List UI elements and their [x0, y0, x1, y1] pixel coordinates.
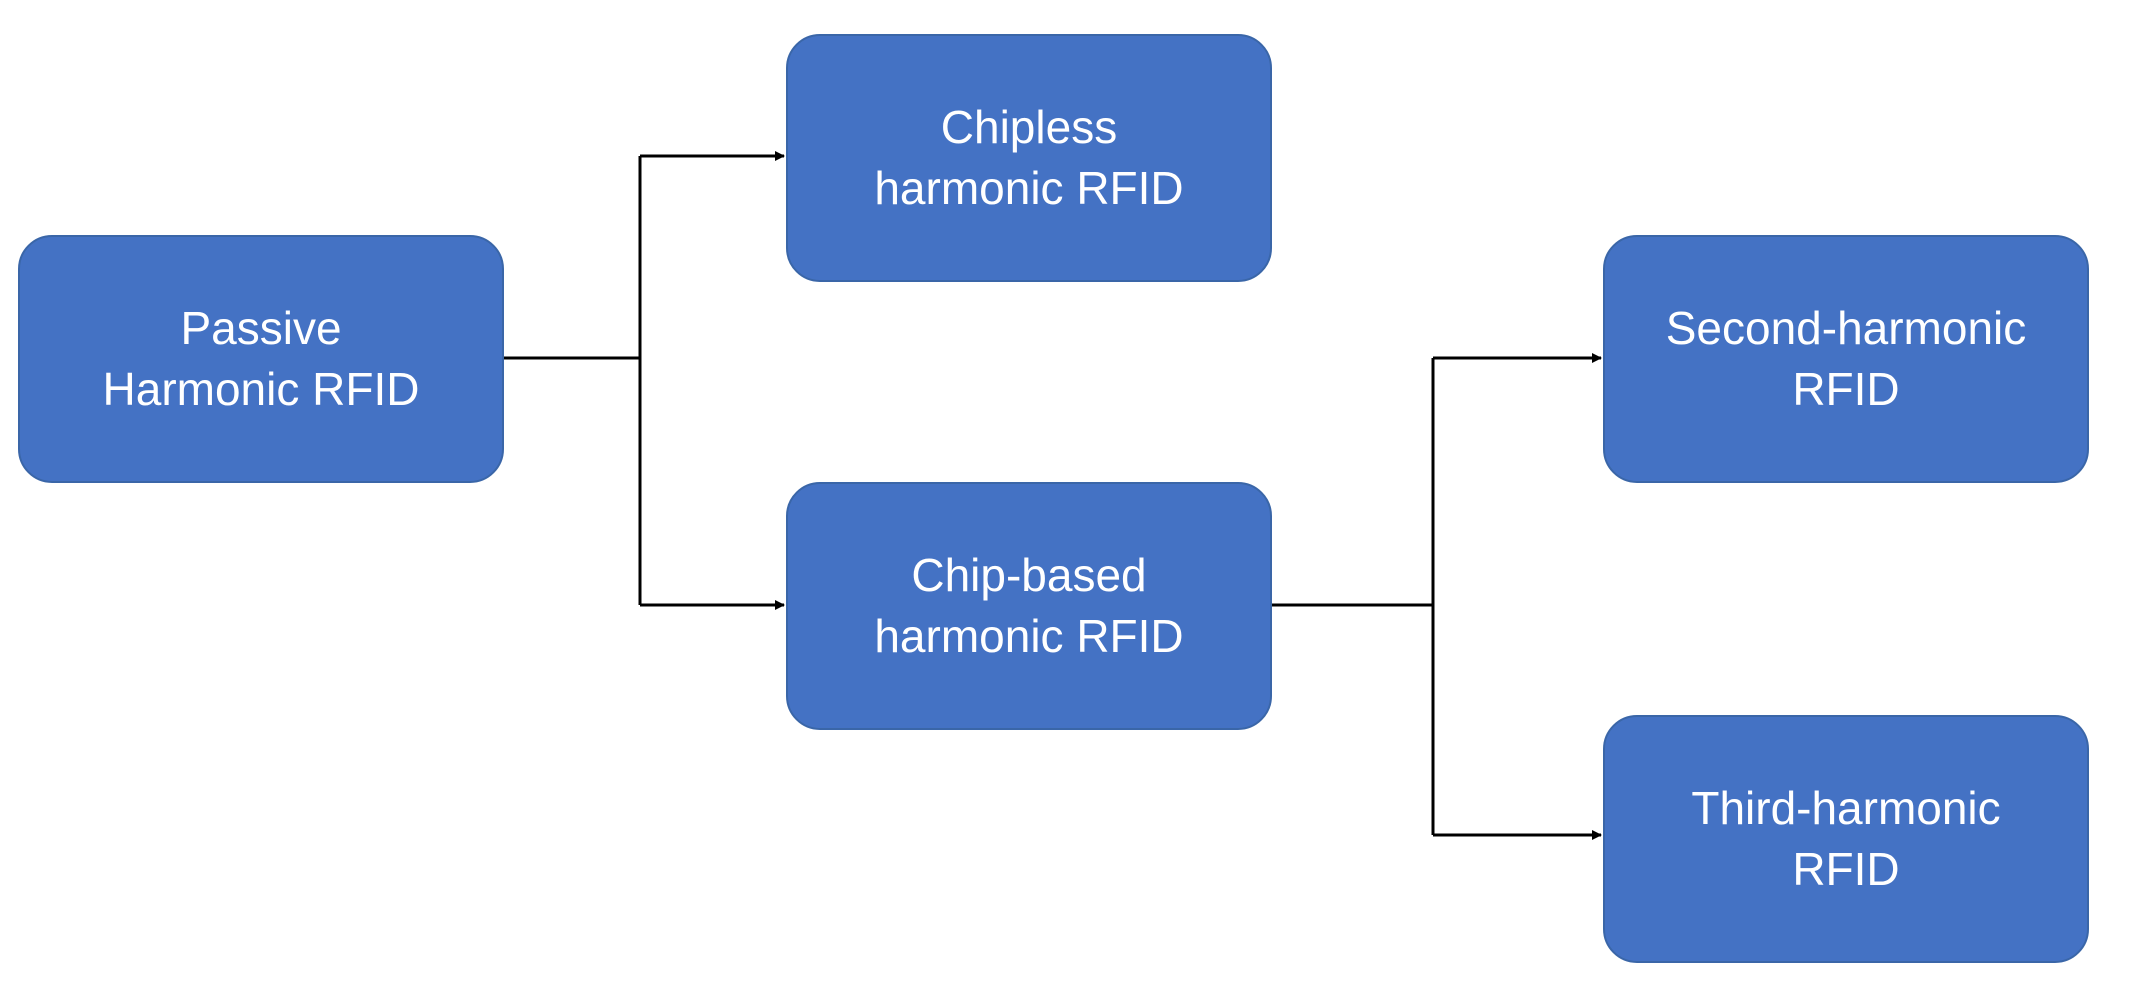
node-label-line1: Second-harmonic — [1665, 302, 2027, 355]
node-second-harmonic-rfid: Second-harmonic RFID — [1603, 235, 2089, 483]
node-label-line1: Passive — [180, 302, 342, 355]
node-label-line1: Chipless — [940, 101, 1118, 154]
node-label-line2: Harmonic RFID — [102, 363, 420, 415]
node-label-line2: RFID — [1792, 363, 1900, 415]
node-label-line1: Third-harmonic — [1691, 782, 2001, 835]
node-label-line2: harmonic RFID — [874, 610, 1184, 662]
node-chipless-harmonic-rfid: Chipless harmonic RFID — [786, 34, 1272, 282]
node-label-line1: Chip-based — [911, 549, 1147, 602]
node-label-line2: harmonic RFID — [874, 162, 1184, 214]
node-passive-harmonic-rfid: Passive Harmonic RFID — [18, 235, 504, 483]
node-chip-based-harmonic-rfid: Chip-based harmonic RFID — [786, 482, 1272, 730]
node-third-harmonic-rfid: Third-harmonic RFID — [1603, 715, 2089, 963]
node-label-line2: RFID — [1792, 843, 1900, 895]
